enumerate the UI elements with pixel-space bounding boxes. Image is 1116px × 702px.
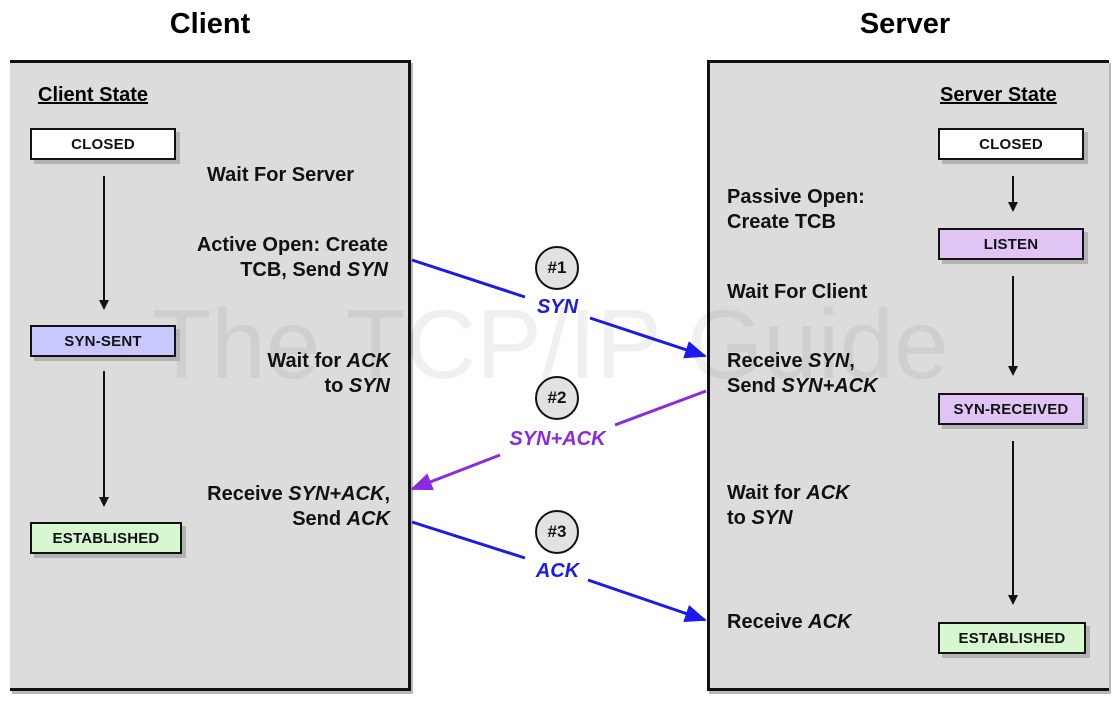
server-heading: Server	[859, 8, 951, 40]
client-state-title: Client State	[38, 84, 149, 106]
server-step-passive-line2: Create TCB	[727, 211, 836, 233]
message-3-number: #3	[535, 510, 579, 554]
client-heading: Client	[169, 8, 251, 40]
synack-arrow-segment-2	[410, 453, 501, 491]
server-step-receive-syn-line1: Receive SYN,	[727, 349, 878, 374]
server-step-wait-ack-line1: Wait for ACK	[727, 481, 850, 506]
client-step-receive-synack: Receive SYN+ACK, Send ACK	[140, 482, 390, 532]
message-3-label: ACK	[535, 560, 580, 582]
recv-ack-ack: ACK	[808, 611, 852, 633]
server-step-wait-ack: Wait for ACK to SYN	[727, 481, 850, 531]
syn-arrow-segment-1	[411, 258, 526, 299]
client-step-active-open: Active Open: Create TCB, Send SYN	[140, 233, 388, 283]
client-state-syn-sent: SYN-SENT	[30, 325, 176, 357]
server-step-wait-ack-line2: to SYN	[727, 506, 850, 531]
client-step-wait-ack-line1: Wait for ACK	[140, 349, 390, 374]
server-step-wait-client: Wait For Client	[727, 281, 868, 303]
active-open-text: TCB, Send	[240, 259, 347, 281]
receive-synack: SYN+ACK	[288, 483, 385, 505]
server-state-listen: LISTEN	[938, 228, 1084, 260]
recv-syn-send: Send	[727, 375, 782, 397]
recv-syn-synack: SYN+ACK	[781, 375, 878, 397]
send-text: Send	[292, 508, 347, 530]
message-2-label: SYN+ACK	[509, 428, 606, 450]
wait-ack-syn: SYN	[348, 375, 390, 397]
server-step-passive-open: Passive Open: Create TCB	[727, 185, 865, 235]
client-state-established: ESTABLISHED	[30, 522, 182, 554]
synack-arrow-segment-1	[614, 389, 707, 427]
recv-syn-syn: SYN	[808, 350, 850, 372]
client-step-wait-server: Wait For Server	[207, 164, 355, 186]
server-step-passive-line1: Passive Open:	[727, 186, 865, 208]
client-step-active-open-line1: Active Open: Create	[196, 234, 388, 256]
client-step-active-open-line2: TCB, Send SYN	[140, 258, 388, 283]
active-open-syn: SYN	[346, 259, 388, 281]
message-2-number: #2	[535, 376, 579, 420]
server-state-established: ESTABLISHED	[938, 622, 1086, 654]
client-state-closed: CLOSED	[30, 128, 176, 160]
recv-ack-text: Receive	[727, 611, 809, 633]
syn-arrow-segment-2	[589, 316, 707, 359]
server-state-title: Server State	[940, 84, 1057, 106]
receive-text: Receive	[207, 483, 289, 505]
recv-syn-comma: ,	[849, 350, 855, 372]
message-1-number: #1	[535, 246, 579, 290]
ack-arrow-segment-1	[411, 520, 526, 560]
receive-comma: ,	[384, 483, 390, 505]
client-step-receive-line2: Send ACK	[140, 507, 390, 532]
client-step-wait-ack: Wait for ACK to SYN	[140, 349, 390, 399]
recv-syn-text: Receive	[727, 350, 809, 372]
send-ack: ACK	[346, 508, 390, 530]
server-panel	[707, 60, 1109, 691]
client-panel	[10, 60, 411, 691]
server-step-receive-syn-line2: Send SYN+ACK	[727, 374, 878, 399]
wait-ack-ack: ACK	[346, 350, 390, 372]
wait-ack-text: Wait for	[267, 350, 347, 372]
client-step-receive-line1: Receive SYN+ACK,	[140, 482, 390, 507]
srv-wait-ack-to: to	[727, 507, 752, 529]
server-state-closed: CLOSED	[938, 128, 1084, 160]
srv-wait-ack-ack: ACK	[806, 482, 850, 504]
server-step-receive-ack: Receive ACK	[727, 610, 852, 635]
srv-wait-ack-text: Wait for	[727, 482, 807, 504]
server-state-syn-received: SYN-RECEIVED	[938, 393, 1084, 425]
client-step-wait-ack-line2: to SYN	[140, 374, 390, 399]
wait-ack-to: to	[324, 375, 349, 397]
ack-arrow-segment-2	[587, 578, 707, 623]
srv-wait-ack-syn: SYN	[751, 507, 793, 529]
message-1-label: SYN	[536, 296, 579, 318]
server-step-receive-syn: Receive SYN, Send SYN+ACK	[727, 349, 878, 399]
